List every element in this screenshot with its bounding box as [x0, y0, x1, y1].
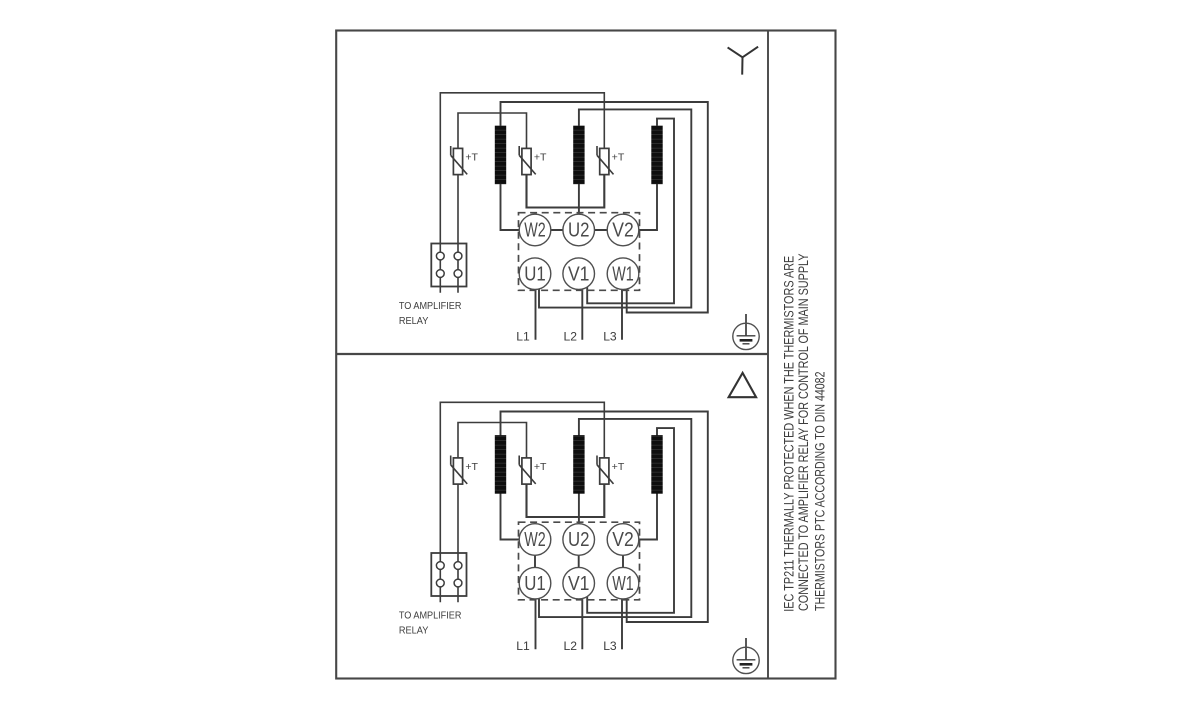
svg-text:+T: +T: [534, 153, 547, 164]
svg-text:V2: V2: [612, 529, 634, 551]
svg-text:+T: +T: [465, 462, 478, 473]
svg-text:L1: L1: [516, 329, 530, 343]
svg-text:TO AMPLIFIER: TO AMPLIFIER: [399, 301, 462, 312]
svg-text:V1: V1: [568, 263, 590, 285]
svg-text:+T: +T: [612, 462, 625, 473]
svg-text:V1: V1: [568, 573, 590, 595]
svg-text:IEC TP211 THERMALLY PROTECTED: IEC TP211 THERMALLY PROTECTED WHEN THE T…: [782, 256, 797, 612]
svg-text:U1: U1: [524, 263, 546, 285]
svg-text:+T: +T: [612, 153, 625, 164]
svg-text:U2: U2: [568, 220, 590, 242]
svg-text:L3: L3: [603, 639, 617, 653]
svg-text:THERMISTORS PTC ACCORDING TO D: THERMISTORS PTC ACCORDING TO DIN 44082: [813, 372, 828, 612]
svg-text:L3: L3: [603, 329, 617, 343]
svg-text:RELAY: RELAY: [399, 316, 429, 327]
svg-text:L1: L1: [516, 639, 530, 653]
svg-text:RELAY: RELAY: [399, 626, 429, 637]
svg-text:U1: U1: [524, 573, 546, 595]
svg-text:CONNECTED TO AMPLIFIER RELAY F: CONNECTED TO AMPLIFIER RELAY FOR CONTROL…: [796, 253, 811, 611]
svg-text:W1: W1: [612, 263, 634, 285]
svg-text:W1: W1: [612, 573, 634, 595]
svg-text:+T: +T: [534, 462, 547, 473]
svg-text:L2: L2: [564, 639, 578, 653]
svg-text:W2: W2: [524, 220, 546, 242]
svg-text:TO AMPLIFIER: TO AMPLIFIER: [399, 611, 462, 622]
svg-text:+T: +T: [465, 153, 478, 164]
svg-text:L2: L2: [564, 329, 578, 343]
svg-text:W2: W2: [524, 529, 546, 551]
svg-text:V2: V2: [612, 220, 634, 242]
svg-text:U2: U2: [568, 529, 590, 551]
